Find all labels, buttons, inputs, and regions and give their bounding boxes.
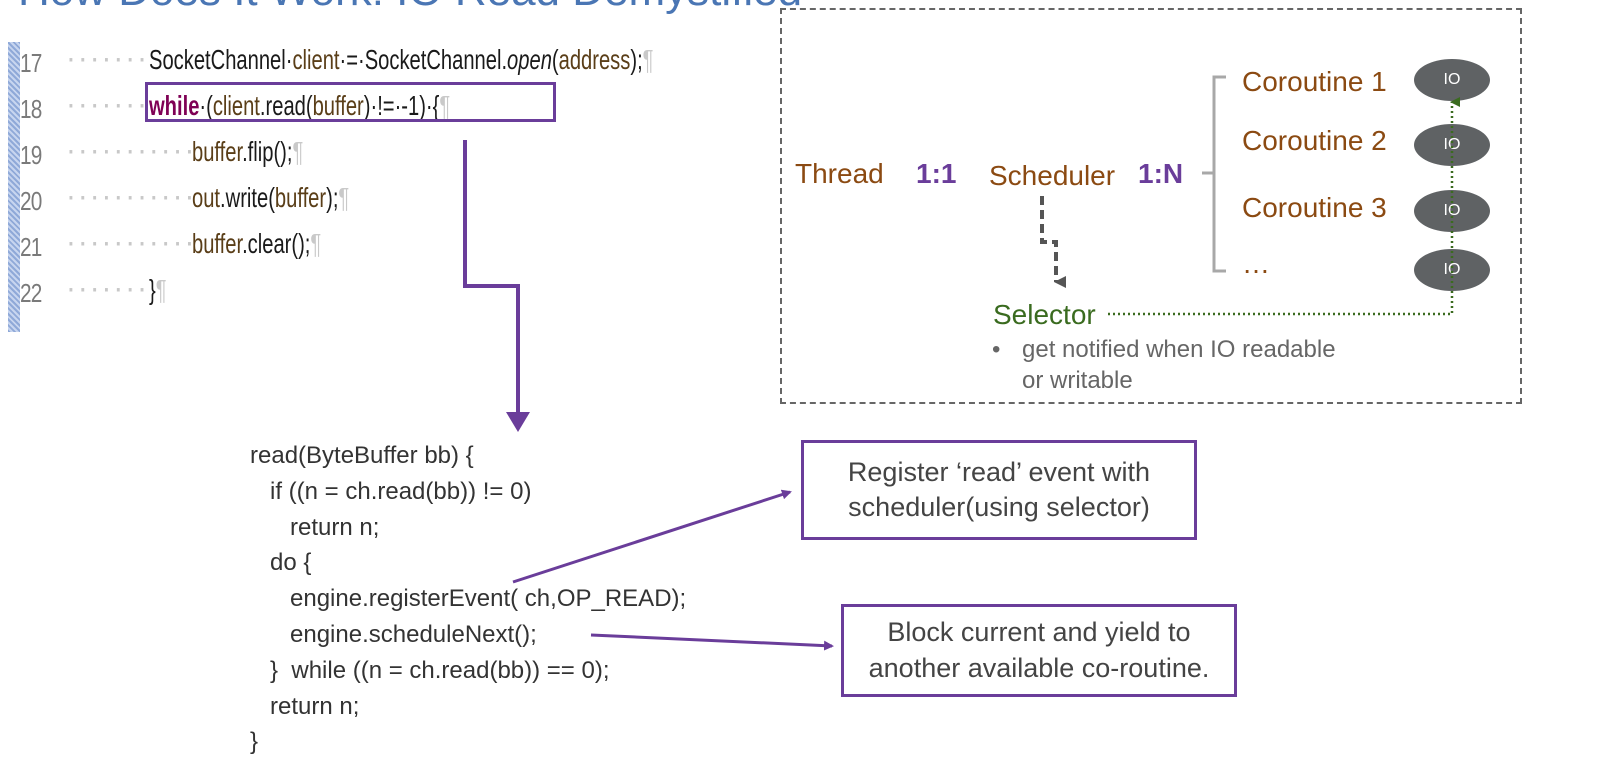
while-to-read-arrow: [463, 140, 520, 418]
code-line: if ((n = ch.read(bb)) != 0): [250, 477, 532, 505]
selector-note-line1: get notified when IO readable: [1022, 336, 1336, 363]
schedule-next-arrow: [590, 633, 834, 651]
selector-note-line2: or writable: [1022, 367, 1133, 394]
io-node: IO: [1414, 59, 1490, 101]
scheduler-diagram: Thread 1:1 Scheduler 1:N Coroutine 1 Cor…: [780, 8, 1522, 404]
code-text: out.write(buffer);¶: [192, 182, 350, 213]
code-line-20: 20 ··········· out.write(buffer);¶: [6, 176, 766, 222]
line-number: 20: [20, 186, 42, 216]
register-event-callout: Register ‘read’ event with scheduler(usin…: [801, 440, 1197, 540]
scheduler-label: Scheduler: [989, 160, 1116, 191]
code-text: while·(client.read(buffer)·!=·-1)·{¶: [149, 90, 451, 121]
selector-label: Selector: [993, 299, 1096, 330]
coroutine-label: Coroutine 1: [1242, 66, 1387, 97]
code-line: return n;: [250, 513, 380, 541]
code-line: return n;: [250, 692, 360, 720]
code-line: engine.scheduleNext();: [250, 620, 537, 648]
bullet-icon: •: [992, 336, 1001, 363]
whitespace-dots: ···········: [64, 140, 196, 166]
code-line: engine.registerEvent( ch,OP_READ);: [250, 585, 687, 613]
line-number: 18: [20, 94, 42, 124]
code-editor: 17 ······· SocketChannel·client·=·Socket…: [6, 38, 766, 338]
editor-gutter-marker: [8, 42, 20, 332]
whitespace-dots: ···········: [64, 186, 196, 212]
whitespace-dots: ···········: [64, 232, 196, 258]
while-to-read-arrowhead: [506, 412, 530, 432]
code-line-19: 19 ··········· buffer.flip();¶: [6, 130, 766, 176]
thread-label: Thread: [795, 158, 884, 189]
callout-line: Block current and yield to: [887, 617, 1191, 648]
code-text: buffer.clear();¶: [192, 228, 322, 259]
code-text: }¶: [149, 274, 167, 305]
whitespace-dots: ·······: [64, 94, 149, 120]
code-text: SocketChannel·client·=·SocketChannel.ope…: [149, 44, 654, 75]
code-line: do {: [250, 549, 312, 577]
page-title: How Does It Work: IO Read Demystified: [18, 0, 802, 16]
read-method-code: read(ByteBuffer bb) { if ((n = ch.read(b…: [250, 438, 686, 760]
coroutine-label: Coroutine 3: [1242, 192, 1387, 223]
ratio-one-to-n: 1:N: [1138, 158, 1184, 189]
code-line-22: 22 ······· }¶: [6, 268, 766, 314]
whitespace-dots: ·······: [64, 48, 149, 74]
scheduler-to-selector-arrow: [1040, 196, 1066, 288]
line-number: 17: [20, 48, 42, 78]
code-line: read(ByteBuffer bb) {: [250, 442, 474, 469]
coroutine-bracket: [1202, 75, 1226, 273]
while-highlight-box: [145, 82, 556, 122]
code-line-21: 21 ··········· buffer.clear();¶: [6, 222, 766, 268]
register-event-arrow: [512, 489, 792, 584]
selector-to-io-connector: [1108, 97, 1460, 316]
whitespace-dots: ·······: [64, 278, 149, 304]
coroutine-ellipsis: …: [1242, 248, 1270, 279]
callout-line: Register ‘read’ event with: [847, 456, 1151, 487]
code-text: buffer.flip();¶: [192, 136, 304, 167]
code-line: }: [250, 728, 259, 756]
block-yield-callout: Block current and yield to another availa…: [841, 604, 1237, 697]
callout-line: scheduler(using selector): [848, 492, 1150, 522]
line-number: 21: [20, 232, 42, 262]
code-line-18: 18 ······· while·(client.read(buffer)·!=…: [6, 84, 766, 130]
code-line-17: 17 ······· SocketChannel·client·=·Socket…: [6, 38, 766, 84]
line-number: 22: [20, 278, 42, 308]
coroutine-label: Coroutine 2: [1242, 125, 1387, 156]
line-number: 19: [20, 140, 42, 170]
callout-line: another available co-routine.: [868, 652, 1210, 683]
code-line: } while ((n = ch.read(bb)) == 0);: [250, 656, 610, 684]
ratio-one-to-one: 1:1: [916, 158, 957, 189]
